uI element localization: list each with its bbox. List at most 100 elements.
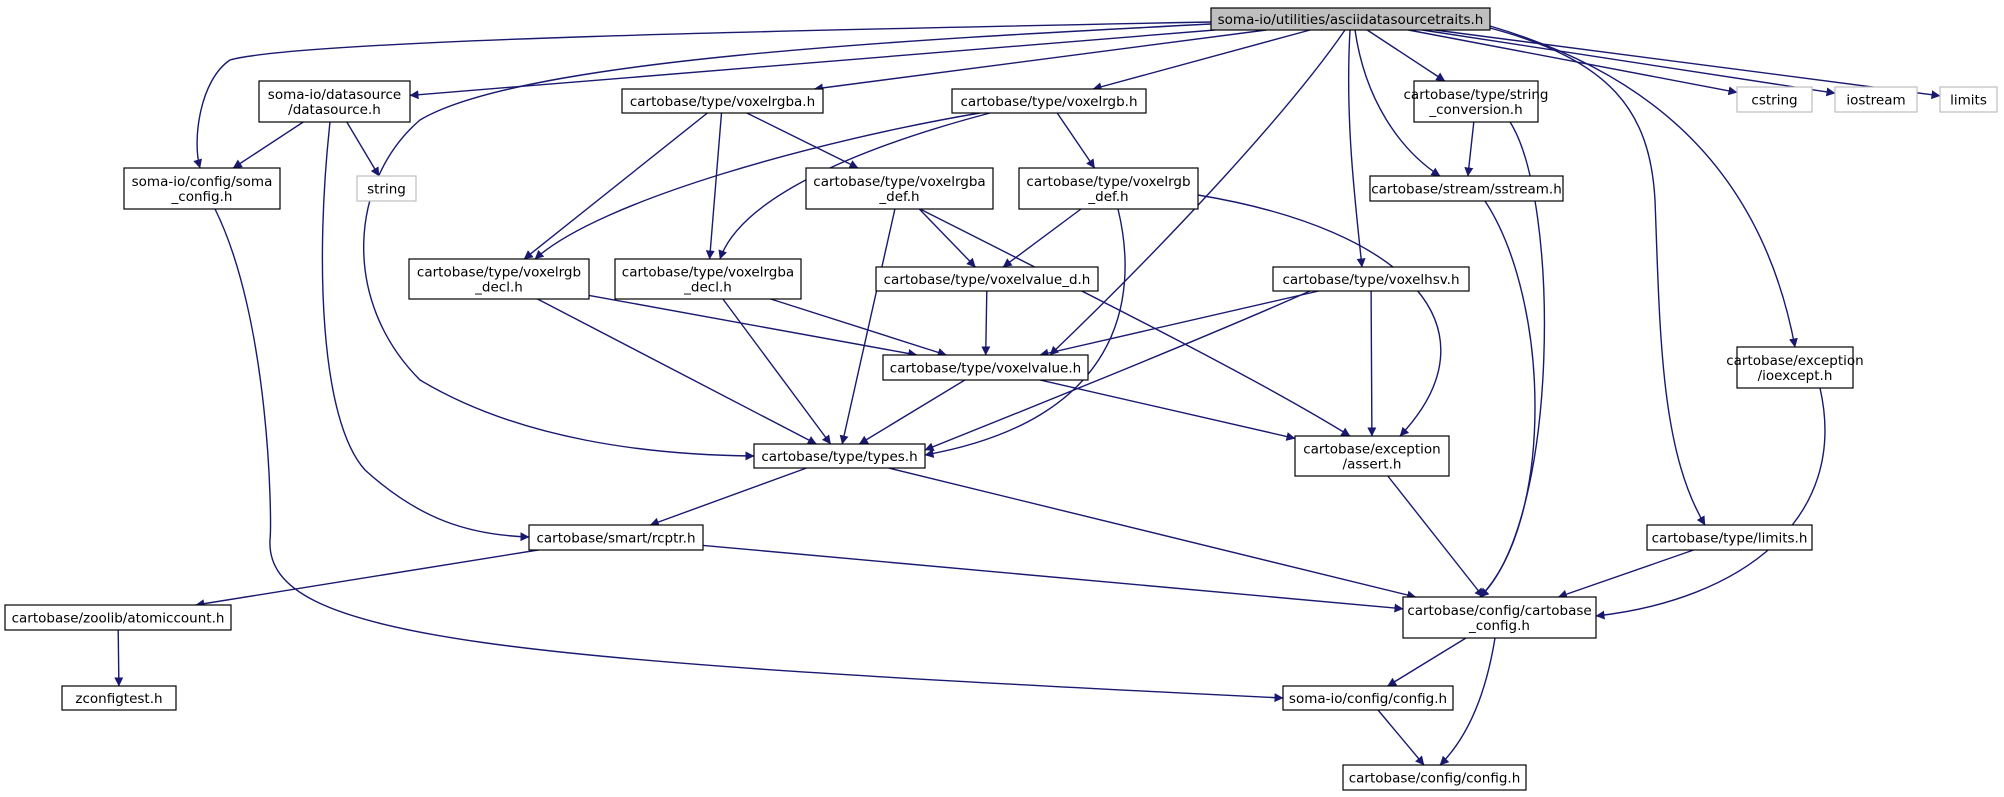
node-types[interactable]: cartobase/type/types.h xyxy=(753,443,926,469)
node-label: cartobase/exception xyxy=(1726,353,1864,369)
node-sstream[interactable]: cartobase/stream/sstream.h xyxy=(1369,175,1564,202)
node-label: _def.h xyxy=(1087,189,1128,205)
node-box xyxy=(1018,167,1199,210)
edge-voxelrgba_def-to-types xyxy=(839,208,896,445)
node-rcptr[interactable]: cartobase/smart/rcptr.h xyxy=(528,524,704,551)
node-label: cartobase/type/voxelrgba.h xyxy=(630,94,815,110)
node-label: string xyxy=(367,182,406,198)
edge-somaio_config-to-cartobase_config_h xyxy=(1377,709,1425,766)
node-label: _def.h xyxy=(878,189,919,205)
edges xyxy=(114,21,1941,766)
node-assert[interactable]: cartobase/exception/assert.h xyxy=(1294,435,1450,477)
node-label: cartobase/type/voxelrgba xyxy=(622,265,794,281)
node-zconfigtest[interactable]: zconfigtest.h xyxy=(61,685,177,711)
node-label: _conversion.h xyxy=(1428,102,1522,118)
node-label: cartobase/type/voxelvalue.h xyxy=(890,361,1081,377)
edge-voxelvalue-to-assert xyxy=(1039,379,1296,441)
node-box xyxy=(1646,524,1813,551)
edge-root-to-datasource xyxy=(409,29,1216,100)
node-box xyxy=(621,88,824,114)
node-box xyxy=(805,167,994,210)
node-voxelrgb_decl[interactable]: cartobase/type/voxelrgb_decl.h xyxy=(408,258,590,300)
node-label: iostream xyxy=(1846,93,1905,109)
edge-voxelvalue_d-to-voxelvalue xyxy=(981,290,991,356)
edge-voxelhsv-to-voxelvalue xyxy=(1039,290,1319,358)
edge-voxelrgba_decl-to-types xyxy=(722,298,832,445)
edge-root-to-voxelhsv xyxy=(1347,29,1366,268)
node-box xyxy=(1736,86,1813,113)
node-box xyxy=(1834,86,1918,113)
edge-voxelrgb_def-to-assert xyxy=(1197,194,1442,437)
node-label: _config.h xyxy=(1468,618,1530,634)
edge-voxelrgba_decl-to-voxelvalue xyxy=(770,298,947,357)
node-iostream[interactable]: iostream xyxy=(1834,86,1918,113)
node-label: cartobase/exception xyxy=(1303,442,1441,458)
edge-voxelrgb_def-to-voxelvalue_d xyxy=(1002,208,1082,268)
edge-cartobase_config-to-cartobase_config_h xyxy=(1439,637,1496,766)
node-datasource[interactable]: soma-io/datasource/datasource.h xyxy=(258,80,411,123)
node-root[interactable]: soma-io/utilities/asciidatasourcetraits.… xyxy=(1210,7,1491,31)
node-voxelvalue_d[interactable]: cartobase/type/voxelvalue_d.h xyxy=(875,266,1099,292)
edge-voxelrgb-to-voxelrgb_def xyxy=(1056,112,1096,169)
node-soma_config[interactable]: soma-io/config/soma_config.h xyxy=(123,167,281,210)
edge-voxelrgba-to-voxelrgb_decl xyxy=(523,112,708,260)
edge-ioexcept-to-cartobase_config xyxy=(1595,387,1826,620)
node-cartobase_config[interactable]: cartobase/config/cartobase_config.h xyxy=(1402,596,1597,639)
node-type_limits[interactable]: cartobase/type/limits.h xyxy=(1646,524,1813,551)
edge-string_conv-to-sstream xyxy=(1464,121,1475,177)
node-label: zconfigtest.h xyxy=(75,691,162,707)
edge-voxelrgba_def-to-assert xyxy=(919,208,1351,437)
edge-sstream-to-cartobase_config xyxy=(1479,200,1536,598)
node-string[interactable]: string xyxy=(356,175,417,202)
node-label: _decl.h xyxy=(683,280,732,296)
node-somaio_config[interactable]: soma-io/config/config.h xyxy=(1282,685,1454,711)
node-voxelrgba[interactable]: cartobase/type/voxelrgba.h xyxy=(621,88,824,114)
node-label: cartobase/type/voxelhsv.h xyxy=(1282,272,1459,288)
node-atomiccount[interactable]: cartobase/zoolib/atomiccount.h xyxy=(4,604,232,631)
node-ioexcept[interactable]: cartobase/exception/ioexcept.h xyxy=(1726,346,1864,389)
node-label: /assert.h xyxy=(1343,457,1402,473)
node-label: cartobase/config/cartobase xyxy=(1407,603,1591,619)
edge-voxelrgb_decl-to-voxelvalue xyxy=(588,294,918,358)
node-label: cartobase/type/string xyxy=(1404,87,1549,103)
edge-cartobase_config-to-somaio_config xyxy=(1387,637,1467,687)
node-label: soma-io/config/config.h xyxy=(1289,691,1447,707)
node-label: _decl.h xyxy=(474,280,523,296)
edge-datasource-to-rcptr xyxy=(321,121,530,542)
edge-voxelrgb_decl-to-types xyxy=(537,298,817,445)
node-voxelrgba_decl[interactable]: cartobase/type/voxelrgba_decl.h xyxy=(614,258,802,300)
node-voxelhsv[interactable]: cartobase/type/voxelhsv.h xyxy=(1272,266,1470,292)
edge-root-to-ioexcept xyxy=(1489,25,1798,348)
edge-rcptr-to-cartobase_config xyxy=(702,544,1404,613)
node-voxelrgba_def[interactable]: cartobase/type/voxelrgba_def.h xyxy=(805,167,994,210)
node-voxelrgb[interactable]: cartobase/type/voxelrgb.h xyxy=(951,88,1147,114)
edge-root-to-sstream xyxy=(1354,29,1441,177)
node-box xyxy=(528,524,704,551)
node-box xyxy=(408,258,590,300)
edge-root-to-voxelvalue xyxy=(1049,29,1346,356)
edge-datasource-to-soma_config xyxy=(232,121,304,169)
edge-root-to-types xyxy=(363,23,1212,461)
node-box xyxy=(875,266,1099,292)
node-box xyxy=(1413,80,1539,123)
node-box xyxy=(882,354,1089,381)
node-box xyxy=(951,88,1147,114)
node-voxelvalue[interactable]: cartobase/type/voxelvalue.h xyxy=(882,354,1089,381)
edge-voxelrgb_def-to-types xyxy=(924,208,1126,458)
node-box xyxy=(1282,685,1454,711)
edge-assert-to-cartobase_config xyxy=(1387,475,1484,598)
edge-root-to-string_conv xyxy=(1366,29,1446,82)
node-string_conv[interactable]: cartobase/type/string_conversion.h xyxy=(1404,80,1549,123)
node-cartobase_config_h[interactable]: cartobase/config/config.h xyxy=(1342,764,1527,791)
node-label: cartobase/stream/sstream.h xyxy=(1371,182,1562,198)
node-cstring[interactable]: cstring xyxy=(1736,86,1813,113)
edge-voxelrgba-to-voxelrgba_def xyxy=(746,112,859,169)
edge-root-to-cstring xyxy=(1408,29,1738,96)
node-box xyxy=(356,175,417,202)
node-voxelrgb_def[interactable]: cartobase/type/voxelrgb_def.h xyxy=(1018,167,1199,210)
node-label: cartobase/type/types.h xyxy=(761,449,917,465)
edge-voxelrgba_def-to-voxelvalue_d xyxy=(918,208,976,268)
node-limits[interactable]: limits xyxy=(1939,86,1998,113)
node-label: cartobase/type/voxelrgb.h xyxy=(961,94,1138,110)
node-box xyxy=(1939,86,1998,113)
